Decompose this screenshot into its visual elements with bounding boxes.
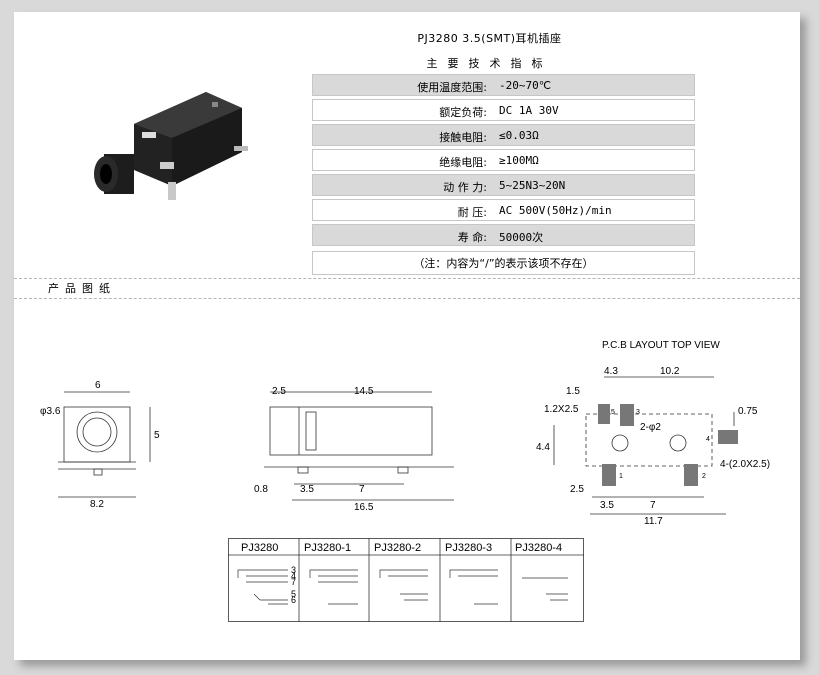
pin-label: 5 [291,589,296,599]
spec-value: AC 500V(50Hz)/min [499,204,612,217]
pin-number: 1 [619,473,623,480]
dim-label: 7 [359,484,365,495]
dim-label: 2-φ2 [640,422,661,433]
dim-label: 0.75 [738,406,758,417]
dim-label: 3.5 [600,500,614,511]
spec-key: 动 作 力: [443,181,487,194]
spec-row: 绝缘电阻: ≥100MΩ [312,149,695,171]
dim-label: 10.2 [660,366,680,377]
pin-label: 3 [291,565,296,575]
dim-label: 0.8 [254,484,268,495]
variant-label: PJ3280-3 [445,542,492,554]
dim-label: 4.3 [604,366,618,377]
pin-number: 5 [611,409,615,416]
dim-label: 8.2 [90,499,104,510]
spec-value: 5~25N3~20N [499,179,566,192]
variants-table: PJ3280 PJ3280-1 PJ3280-2 PJ3280-3 PJ3280… [228,538,584,622]
pcb-title: P.C.B LAYOUT TOP VIEW [602,340,720,351]
spec-key: 绝缘电阻: [439,156,487,169]
dim-label: 5 [154,430,160,441]
variant-label: PJ3280-1 [304,542,351,554]
spec-row: 额定负荷: DC 1A 30V [312,99,695,121]
pin-label: 7 [291,577,296,587]
pin-number: 2 [702,473,706,480]
dim-label: 1.5 [566,386,580,397]
spec-row: 耐 压: AC 500V(50Hz)/min [312,199,695,221]
datasheet: PJ3280 3.5(SMT)耳机插座 主要技术指标 使用温度范围: -20~70… [14,12,800,660]
spec-key: 额定负荷: [439,106,487,119]
spec-heading: 主要技术指标 [426,57,553,70]
spec-key: 寿 命: [457,231,487,244]
spec-value: DC 1A 30V [499,104,559,117]
technical-drawings: 6 φ3.6 5 8.2 2.5 14.5 0.8 3.5 7 16.5 P.C… [40,340,770,527]
dim-label: 2.5 [570,484,584,495]
dim-label: 4.4 [536,442,550,453]
spec-value: ≥100MΩ [499,154,539,167]
spec-key: 耐 压: [457,206,487,219]
spec-note: （注：内容为“/”的表示该项不存在） [312,251,695,275]
dim-label: 14.5 [354,386,374,397]
dim-label: 1.2X2.5 [544,404,579,415]
pin-number: 3 [636,409,640,416]
section-title: 产品图纸 [48,282,116,295]
variant-label: PJ3280-2 [374,542,421,554]
dim-label: 16.5 [354,502,374,513]
page-title: PJ3280 3.5(SMT)耳机插座 [417,32,562,45]
dim-label: 4-(2.0X2.5) [720,459,770,470]
spec-row: 动 作 力: 5~25N3~20N [312,174,695,196]
dim-label: 3.5 [300,484,314,495]
dim-label: 6 [95,380,101,391]
pin-label: 6 [291,595,296,605]
dim-label: 11.7 [644,516,663,527]
product-photo [94,92,248,200]
dim-label: φ3.6 [40,406,61,417]
divider [14,278,800,279]
spec-key: 接触电阻: [439,131,487,144]
dim-label: 2.5 [272,386,286,397]
pin-label: 4 [291,571,296,581]
spec-value: 50000次 [499,231,544,244]
spec-key: 使用温度范围: [417,81,487,94]
spec-value: -20~70℃ [499,79,552,92]
spec-row: 寿 命: 50000次 [312,224,695,246]
divider [14,298,800,299]
pin-number: 4 [706,436,710,443]
spec-row: 使用温度范围: -20~70℃ [312,74,695,96]
dim-label: 7 [650,500,656,511]
variant-label: PJ3280-4 [515,542,562,554]
spec-value: ≤0.03Ω [499,129,539,142]
spec-row: 接触电阻: ≤0.03Ω [312,124,695,146]
variant-label: PJ3280 [241,542,278,554]
